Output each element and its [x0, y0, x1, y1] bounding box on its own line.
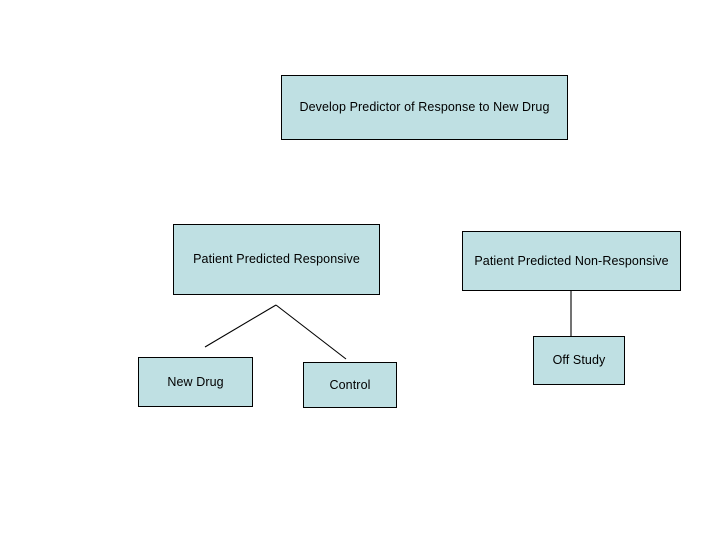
node-patient-predicted-responsive[interactable]: Patient Predicted Responsive	[173, 224, 380, 295]
edge-responsive-to-control	[275, 304, 347, 360]
node-new-drug[interactable]: New Drug	[138, 357, 253, 407]
node-control[interactable]: Control	[303, 362, 397, 408]
node-develop-predictor[interactable]: Develop Predictor of Response to New Dru…	[281, 75, 568, 140]
edge-responsive-to-new-drug	[204, 304, 277, 348]
node-off-study[interactable]: Off Study	[533, 336, 625, 385]
node-patient-predicted-non-responsive[interactable]: Patient Predicted Non-Responsive	[462, 231, 681, 291]
